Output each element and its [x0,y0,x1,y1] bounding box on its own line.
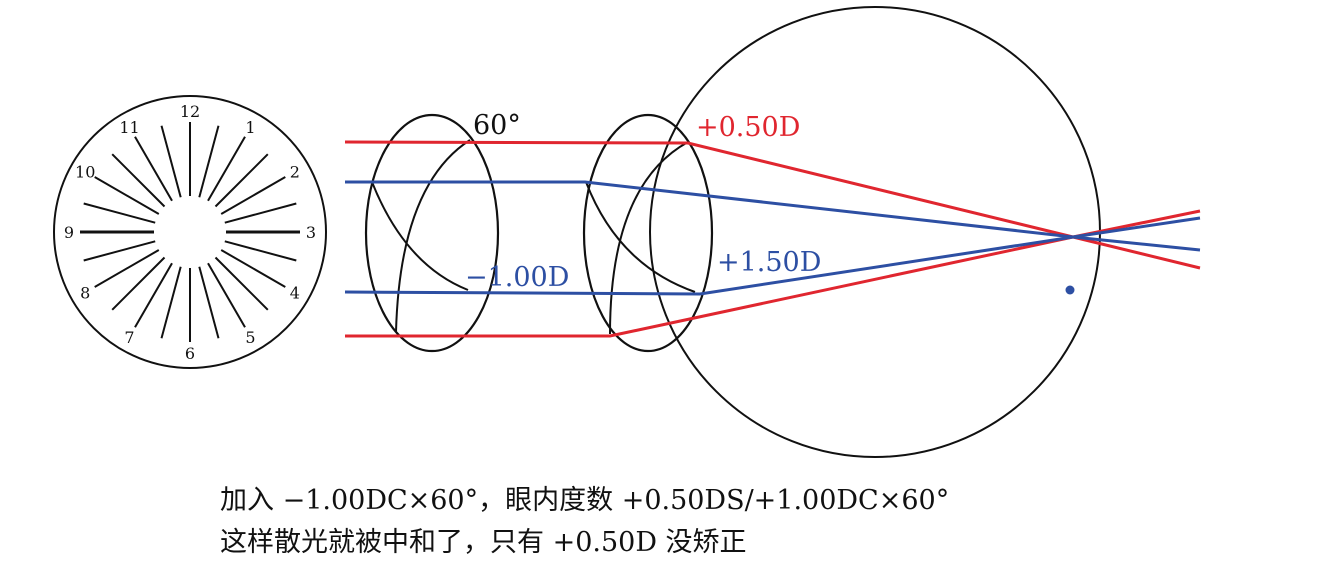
dial-spoke [224,202,297,224]
red-power-label: +0.50D [696,112,800,143]
dial-hour-label: 11 [119,118,139,137]
dial-spoke [134,262,173,328]
dial-hour-label: 9 [64,223,74,242]
lens-2-outline [582,113,714,353]
dial-spoke [214,256,269,311]
blue-rays [344,180,1201,296]
blue-ray-lower [344,216,1201,296]
dial-spoke [220,249,286,288]
caption-line-1: 加入 −1.00DC×60°，眼内度数 +0.50DS/+1.00DC×60° [220,485,950,516]
dial-spoke [220,176,286,215]
eye-astigmatic-lens [582,113,714,353]
dial-spokes [80,122,300,342]
lens-1-outline [364,113,500,353]
dial-spoke [111,153,166,208]
dial-spoke [214,153,269,208]
lens-2-arc-a [585,181,696,293]
red-rays [344,140,1201,338]
correcting-cylinder-lens [364,113,500,353]
dial-spoke [83,202,156,224]
dial-hour-label: 3 [306,223,316,242]
dial-hour-label: 10 [75,163,95,182]
dial-hour-label: 6 [185,344,195,363]
fovea-dot [1065,285,1075,295]
dial-spoke [224,240,297,262]
dial-hour-label: 2 [290,163,300,182]
dial-spoke [94,249,160,288]
red-ray-lower [345,209,1201,338]
dial-hour-label: 4 [290,284,300,303]
blue-ray-upper [345,180,1201,252]
dial-hour-label: 5 [245,328,255,347]
lens-1-arc-b [395,139,471,333]
dial-spoke [160,266,182,339]
lens-2-power-label: +1.50D [717,247,821,278]
axis-angle-label: 60° [473,110,521,141]
red-ray-upper [344,140,1201,270]
lens-2-arc-b [609,141,689,335]
dial-hour-label: 8 [80,284,90,303]
dial-spoke [207,136,246,202]
dial-outline [53,95,327,369]
caption-line-2: 这样散光就被中和了，只有 +0.50D 没矫正 [220,527,747,558]
dial-spoke [198,125,220,198]
dial-hour-label: 7 [124,328,134,347]
dial-spoke [207,262,246,328]
dial-hour-label: 1 [245,118,255,137]
dial-spoke [134,136,173,202]
dial-hour-label: 12 [180,102,200,121]
lens-1-power-label: −1.00D [465,262,569,293]
dial-spoke [198,266,220,339]
dial-spoke [160,125,182,198]
dial-spoke [94,176,160,215]
lens-1-arc-a [371,181,469,291]
dial-spoke [111,256,166,311]
dial-spoke [83,240,156,262]
